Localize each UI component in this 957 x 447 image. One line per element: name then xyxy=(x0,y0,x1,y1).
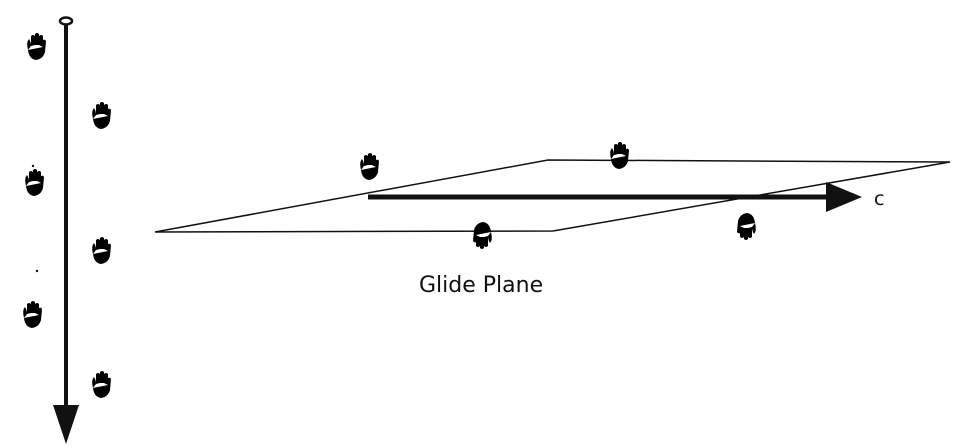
right-hand-icon xyxy=(360,153,379,180)
right-hand-icon xyxy=(27,33,46,60)
right-hand-icon-inverted xyxy=(473,222,492,249)
right-hand-icon xyxy=(23,301,42,328)
glide-direction-arrow xyxy=(368,182,862,212)
stray-dot xyxy=(35,269,39,273)
glide-arrowhead-right xyxy=(826,182,862,212)
direction-label: c xyxy=(874,188,884,210)
vertical-axis xyxy=(53,16,79,444)
stray-dot xyxy=(31,164,35,168)
glide-plane-parallelogram xyxy=(154,159,951,233)
axis-top-cap xyxy=(58,16,74,26)
axis-motif-group xyxy=(23,33,111,398)
glide-plane-label: Glide Plane xyxy=(419,273,543,298)
right-hand-icon-inverted xyxy=(737,213,756,240)
right-hand-icon xyxy=(610,142,629,169)
right-hand-icon xyxy=(92,237,111,264)
right-hand-icon xyxy=(92,102,111,129)
right-hand-icon xyxy=(25,169,44,196)
axis-arrowhead-down xyxy=(53,405,79,444)
right-hand-icon xyxy=(92,371,111,398)
